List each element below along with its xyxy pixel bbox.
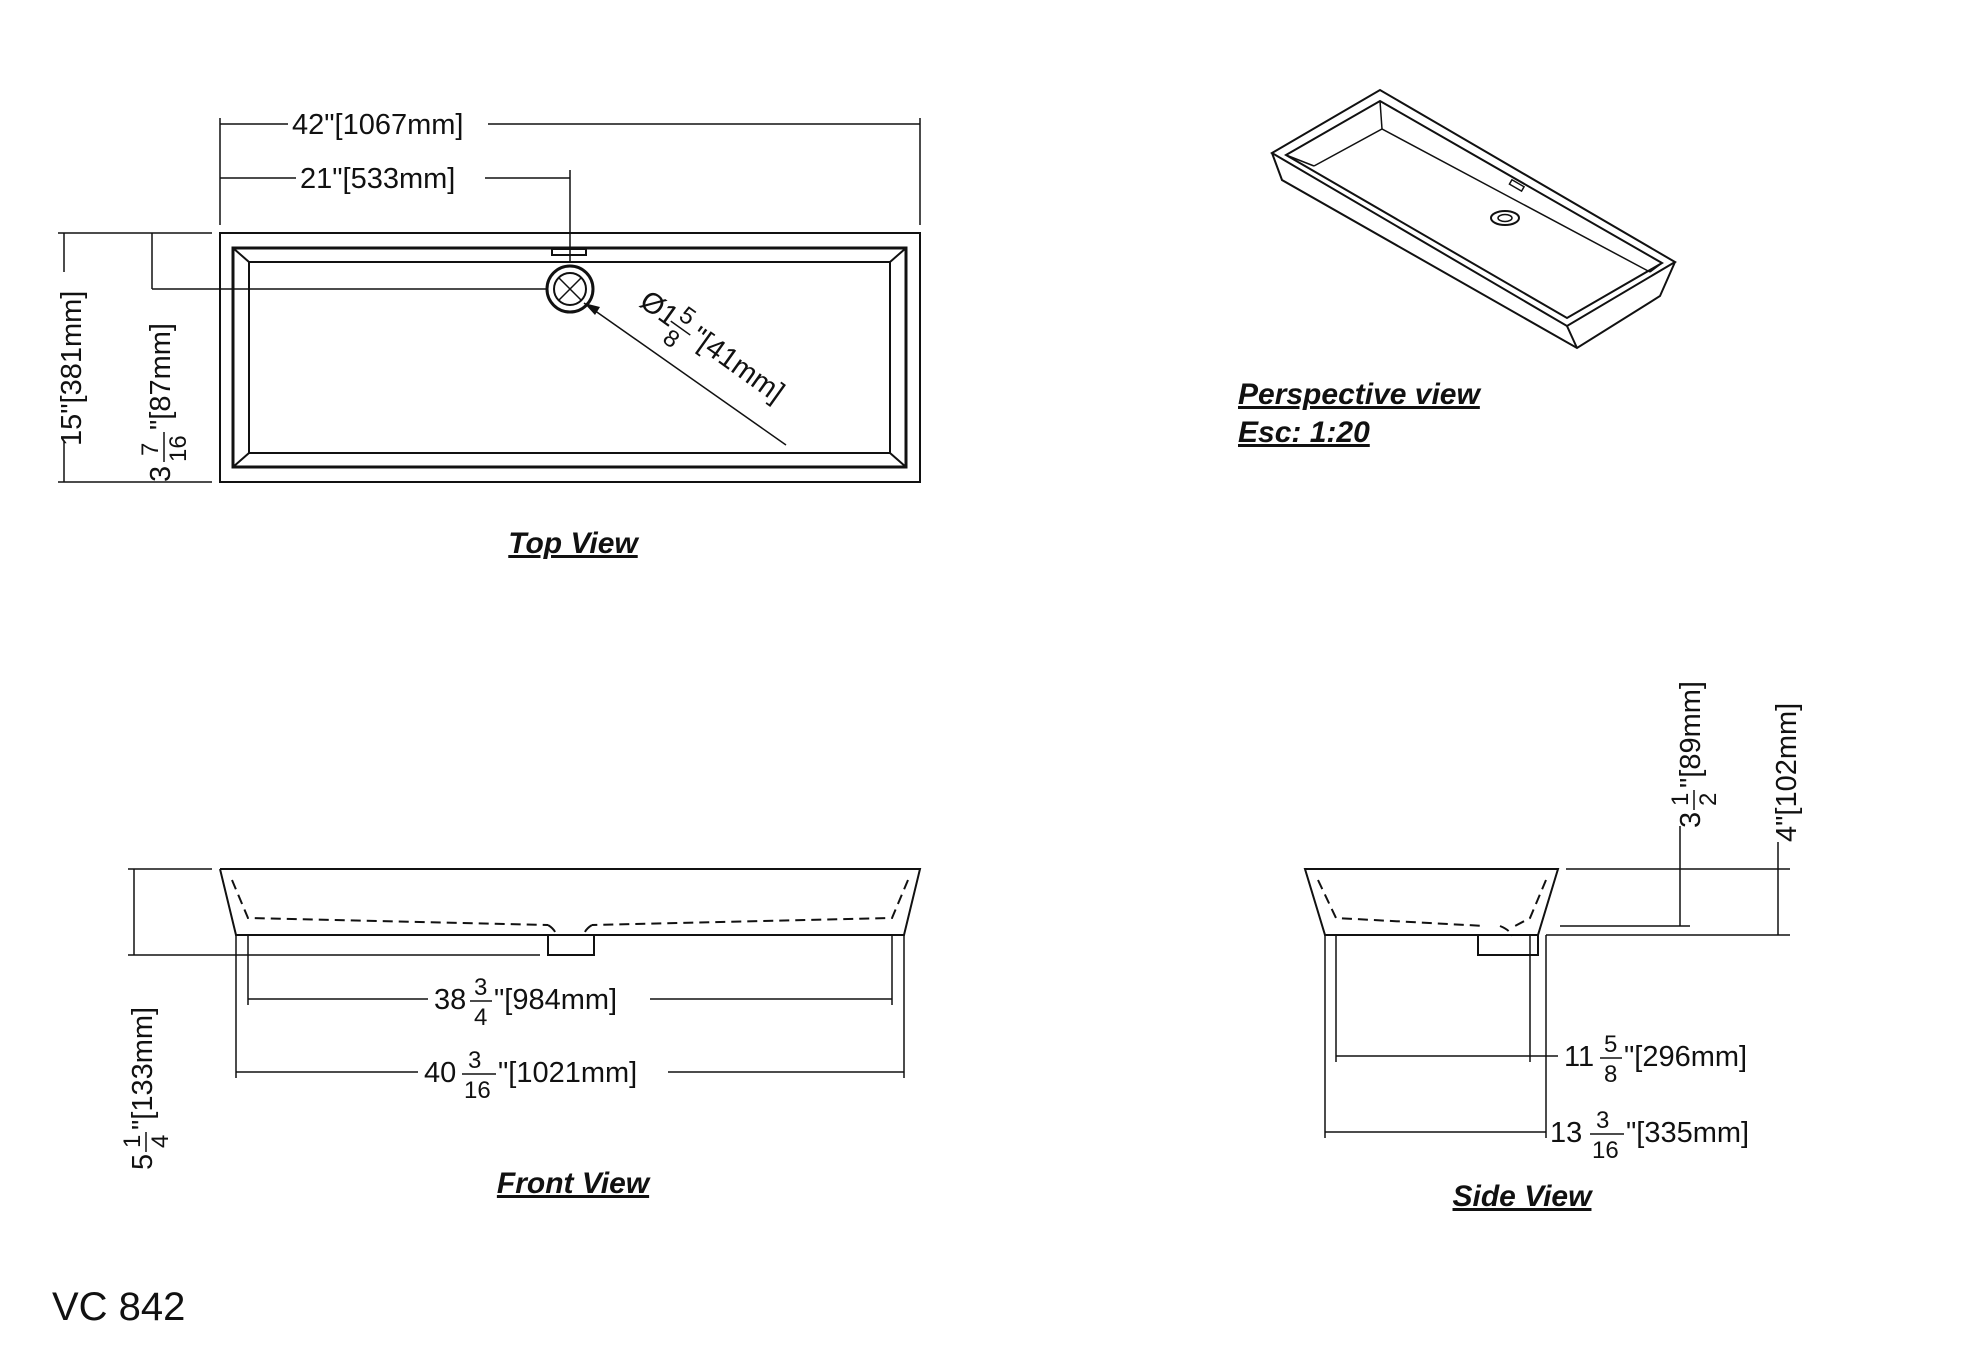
svg-text:16: 16 <box>165 435 192 462</box>
svg-text:11: 11 <box>1564 1041 1594 1073</box>
dim-side-base-width: 13 3 16 "[335mm] <box>1550 1107 1749 1164</box>
svg-text:"[87mm]: "[87mm] <box>145 323 177 430</box>
svg-text:13: 13 <box>1550 1117 1582 1149</box>
svg-text:4: 4 <box>147 1135 174 1148</box>
svg-text:"[984mm]: "[984mm] <box>494 984 617 1016</box>
dim-side-inner-depth: 3 1 2 "[89mm] <box>1667 681 1722 828</box>
top-view: 42"[1067mm] 21"[533mm] 15"[381mm] 3 7 16… <box>56 109 921 560</box>
svg-text:1: 1 <box>1667 793 1694 806</box>
svg-text:"[41mm]: "[41mm] <box>684 321 790 409</box>
overflow-slot <box>551 248 587 256</box>
svg-text:"[133mm]: "[133mm] <box>127 1007 159 1130</box>
side-drain-spigot <box>1477 934 1539 956</box>
top-view-caption: Top View <box>508 527 639 560</box>
dim-front-base-length: 40 3 16 "[1021mm] <box>424 1047 637 1104</box>
front-view: 5 1 4 "[133mm] 38 3 4 "[984mm] 40 3 16 "… <box>119 868 922 1200</box>
svg-text:2: 2 <box>1695 793 1722 806</box>
front-view-caption: Front View <box>497 1167 651 1200</box>
dim-drain-offset: 21"[533mm] <box>300 163 455 195</box>
dim-overall-width: 15"[381mm] <box>56 291 88 446</box>
svg-text:"[296mm]: "[296mm] <box>1624 1041 1747 1073</box>
top-outer-rim <box>219 232 921 483</box>
svg-text:7: 7 <box>137 443 164 456</box>
dim-overall-length: 42"[1067mm] <box>292 109 464 141</box>
dim-front-height: 5 1 4 "[133mm] <box>119 1007 174 1170</box>
perspective-caption: Perspective view <box>1238 378 1481 411</box>
svg-text:1: 1 <box>119 1135 146 1148</box>
perspective-scale: Esc: 1:20 <box>1238 416 1370 449</box>
svg-text:5: 5 <box>1604 1031 1617 1058</box>
top-basin-floor <box>248 261 891 454</box>
side-view: 3 1 2 "[89mm] 4"[102mm] 11 5 8 "[296mm] … <box>1303 681 1803 1213</box>
svg-text:3: 3 <box>474 974 487 1001</box>
perspective-drain-icon <box>1490 210 1520 226</box>
svg-text:5: 5 <box>127 1154 159 1170</box>
dim-side-inner-width: 11 5 8 "[296mm] <box>1564 1031 1747 1088</box>
svg-text:38: 38 <box>434 984 466 1016</box>
svg-text:16: 16 <box>1592 1137 1619 1164</box>
svg-text:3: 3 <box>468 1047 481 1074</box>
dim-front-inner-length: 38 3 4 "[984mm] <box>434 974 617 1031</box>
top-basin-edge <box>231 246 908 469</box>
svg-text:16: 16 <box>464 1077 491 1104</box>
svg-text:3: 3 <box>1675 812 1707 828</box>
front-drain-spigot <box>547 934 595 956</box>
svg-text:40: 40 <box>424 1057 456 1089</box>
perspective-view: Perspective view Esc: 1:20 <box>1238 88 1677 449</box>
svg-text:"[1021mm]: "[1021mm] <box>498 1057 637 1089</box>
svg-text:"[89mm]: "[89mm] <box>1675 681 1707 788</box>
dim-side-height: 4"[102mm] <box>1771 703 1803 842</box>
svg-text:3: 3 <box>1596 1107 1609 1134</box>
svg-text:"[335mm]: "[335mm] <box>1626 1117 1749 1149</box>
dim-drain-depth: 3 7 16 "[87mm] <box>137 323 192 482</box>
svg-text:8: 8 <box>1604 1061 1617 1088</box>
model-number: VC 842 <box>52 1285 185 1329</box>
svg-text:3: 3 <box>145 466 177 482</box>
svg-text:4: 4 <box>474 1004 487 1031</box>
side-view-caption: Side View <box>1453 1180 1594 1213</box>
